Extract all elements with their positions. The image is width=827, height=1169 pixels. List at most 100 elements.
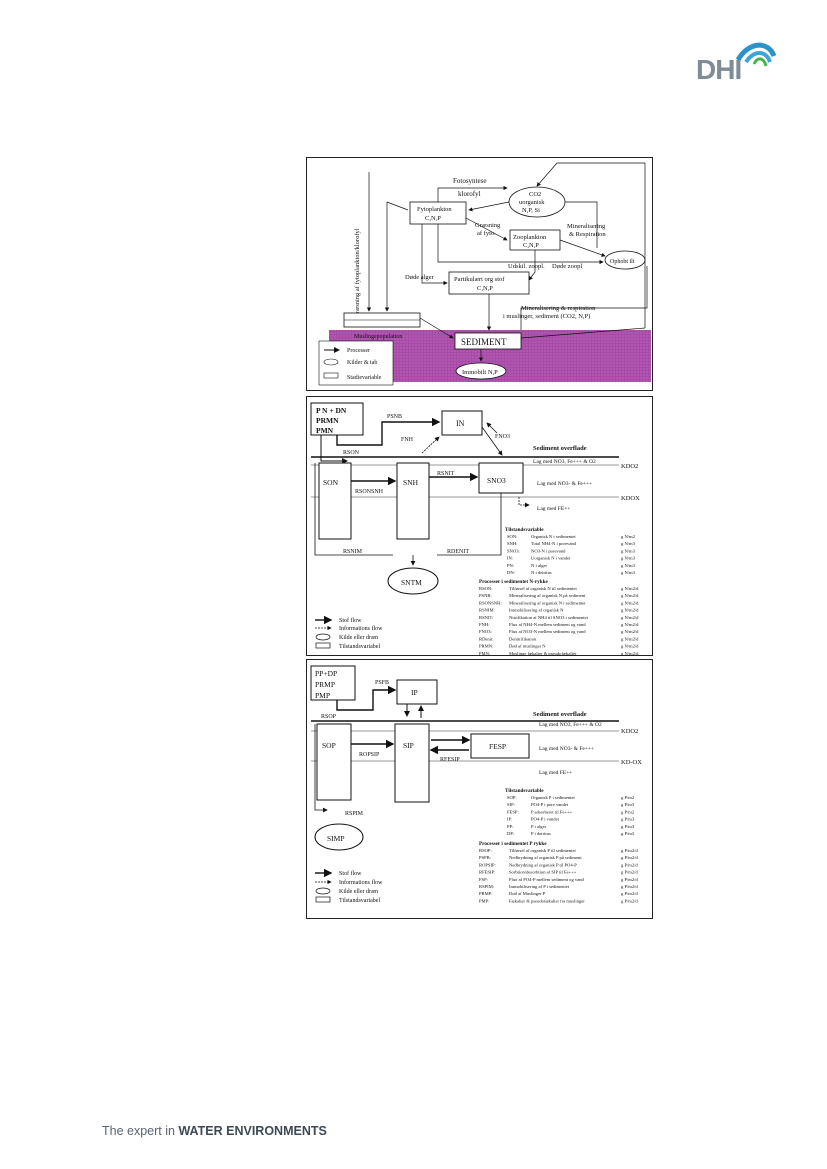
fno3-label: FNO3 <box>495 434 510 440</box>
arrow-rspim <box>314 724 328 813</box>
nitrogen-diagram: P N + DN PRMN PMN PSNB IN FNH FNO3 Sedim… <box>306 396 653 656</box>
legend-tilstand-icon <box>315 642 331 649</box>
n-tilstand-code: PN: <box>507 563 514 568</box>
prmp-label: PRMP <box>315 680 335 689</box>
p-lag2-label: Lag med NO3- & Fe+++ <box>539 746 594 752</box>
rsonsnh-label: RSONSNH <box>355 489 384 495</box>
p-proc-code: PSFB: <box>479 855 491 860</box>
p-proc-code: RFESIP: <box>479 870 495 875</box>
legend-info: Informations flow <box>339 625 383 632</box>
mineral-label: Mineralisering <box>567 223 606 230</box>
p-tilstand-unit: g P/m3 <box>621 831 635 836</box>
in-label: IN <box>456 419 465 428</box>
arrow-ophobt-sed <box>520 266 648 330</box>
p-tilstand-desc: PO4-P i vandet <box>531 817 560 822</box>
fesp-label: FESP <box>489 742 506 751</box>
arrow-musling-fyto <box>386 201 409 211</box>
pp-box <box>310 665 356 701</box>
legend-stof: Stof flow <box>339 617 362 624</box>
n-proc-desc: Nitrifikation af NH4 til SNO3 i sediment… <box>509 615 589 620</box>
n-proc-unit: g N/m2/d <box>621 644 639 649</box>
n-tilstand-desc: NO3-N i porevand <box>531 548 566 553</box>
p-proc-unit: g P/m2/d <box>621 884 638 889</box>
n-proc-code: FNO3: <box>479 629 492 634</box>
graesning-label-2: af fyto. <box>477 230 496 237</box>
sntm-node <box>387 567 439 595</box>
legend-kilde-icon <box>315 633 331 641</box>
p-legend-info: Informations flow <box>339 879 383 886</box>
n-proc-code: RSONSNH: <box>479 600 502 605</box>
arrow-top-loop <box>536 162 645 187</box>
n-proc-code: RSNIT: <box>479 615 493 620</box>
p-tilstand-code: DP: <box>507 831 514 836</box>
simp-label: SIMP <box>327 834 345 843</box>
p-proc-desc: Nedbrydning af organisk P på sediment <box>509 855 582 860</box>
arrow-co2-to-fyto <box>468 201 510 212</box>
arrow-psnb <box>336 417 441 446</box>
p-tilstand-unit: g P/m2 <box>621 795 635 800</box>
sop-box <box>316 723 352 801</box>
lag2-label: Lag med NO3- & Fe+++ <box>537 481 592 487</box>
arrow-fno3-down <box>481 426 503 456</box>
n-proc-unit: g N/m2/d <box>621 608 639 613</box>
lag3-label: Lag med FE++ <box>537 506 570 512</box>
n-tilstand-code: DN: <box>507 570 515 575</box>
n-proc-unit: g N/m2/d <box>621 622 639 627</box>
n-proc-desc: Flux af NO3-N mellem sediment og vand <box>509 629 586 634</box>
lag1-label: Lag med NO3, Fe+++ & O2 <box>533 459 596 465</box>
n-tilstand-unit: g N/m3 <box>621 563 636 568</box>
n-proc-desc: Tilførsel af organisk N til sedimentet <box>509 586 577 591</box>
p-legend-kilde-icon <box>315 887 331 895</box>
sop-label: SOP <box>322 741 336 750</box>
p-tilstand-desc: P adsorberet til Fe+++ <box>531 809 573 814</box>
p-lag1-label: Lag med NO3, Fe+++ & O2 <box>539 722 602 728</box>
sntm-label: SNTM <box>401 578 422 587</box>
psnb-label: PSNB <box>387 414 402 420</box>
n-tilstand-desc: Organisk N i sedimentet <box>531 534 576 539</box>
p-kdo2-label: KDO2 <box>621 728 638 735</box>
co2-label-3: N,P, Si <box>522 207 540 214</box>
rspim-label: RSPIM <box>345 811 364 817</box>
p-tilstand-desc: P i detritus <box>531 831 551 836</box>
mineral-sed-label-2: i muslinger, sediment (CO2, N,P) <box>503 313 590 320</box>
kdo2-label: KDO2 <box>621 463 638 470</box>
mineral-sed-label: Mineralisering & respiration <box>521 305 596 312</box>
p-legend-tilstand-icon <box>315 896 331 903</box>
ip-box <box>396 679 438 705</box>
n-proc-code: PSNB: <box>479 593 492 598</box>
n-tilstand-unit: g N/m3 <box>621 541 636 546</box>
co2-label-2: uorganisk <box>519 199 545 206</box>
p-tilstand-code: FESP: <box>507 809 519 814</box>
p-proc-code: RSOP: <box>479 848 492 853</box>
p-tilstand-unit: g P/m3 <box>621 824 635 829</box>
p-proc-unit: g P/m2/d <box>621 877 638 882</box>
co2-label: CO2 <box>529 191 541 198</box>
p-proc-unit: g P/m2/d <box>621 891 638 896</box>
n-proc-code: PRMN: <box>479 644 493 649</box>
arrow-zoo-part <box>528 250 536 281</box>
fesp-box <box>470 733 530 759</box>
n-proc-desc: Muslinge fækalier & pseudofækalier <box>509 651 577 655</box>
p-proc-code: PMP: <box>479 898 489 903</box>
n-proc-unit: g N/m2/d <box>621 629 639 634</box>
rfesip-label: RFESIP <box>440 757 460 763</box>
graesning-label: Græsning <box>475 222 501 229</box>
p-proc-unit: g P/m2/d <box>621 898 638 903</box>
arrow-musling-sediment <box>419 317 454 339</box>
arrow-rdenit <box>437 493 502 556</box>
snh-label: SNH <box>403 478 419 487</box>
n-proc-code: RSNIM: <box>479 608 495 613</box>
n-proc-code: RSON: <box>479 586 493 591</box>
arrow-rsnim <box>314 463 393 556</box>
sno3-label: SNO3 <box>487 476 506 485</box>
dhi-logo: DHI <box>696 54 742 85</box>
rson-label: RSON <box>343 450 360 456</box>
phosphorus-diagram: PP+DP PRMP PMP PSFB IP Sediment overflad… <box>306 659 653 919</box>
n-proc-unit: g N/m2/d <box>621 600 639 605</box>
partikulaert-label: Partikulært org stof <box>454 276 505 283</box>
n-tilstand-desc: Total NH4-N i porevand <box>531 541 577 546</box>
rsnit-label: RSNIT <box>437 471 455 477</box>
sno3-box <box>478 462 524 494</box>
n-proc-desc: Død af muslinger N <box>509 644 546 649</box>
